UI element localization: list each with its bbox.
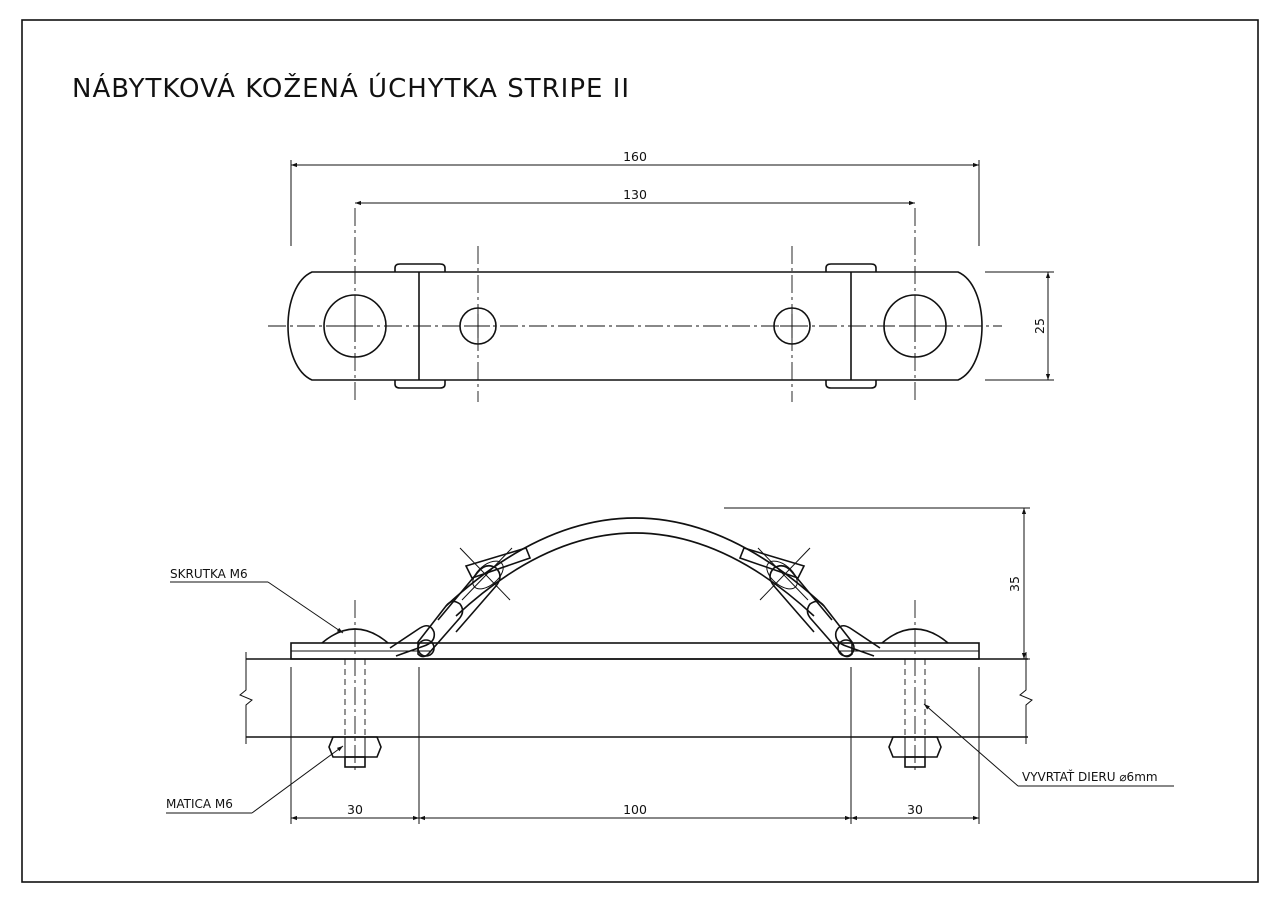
- nut-left: [328, 736, 382, 758]
- drawing-title: NÁBYTKOVÁ KOŽENÁ ÚCHYTKA STRIPE II: [72, 72, 630, 104]
- nut-right: [888, 736, 942, 758]
- dim-holes-label: 130: [623, 187, 647, 202]
- label-nut: MATICA M6: [166, 797, 233, 811]
- leader-nut: MATICA M6: [166, 745, 344, 814]
- leather-arch-outer: [445, 517, 825, 607]
- dim-height-label: 35: [1007, 576, 1022, 592]
- dim-middle-label: 100: [623, 802, 647, 817]
- leather-arch-inner: [455, 532, 815, 617]
- dim-width-label: 25: [1032, 318, 1047, 334]
- dim-left-label: 30: [347, 802, 363, 817]
- side-view: 35 30 100 30 SKRUTKA M6 MATICA M6 VYVRTA…: [166, 507, 1174, 824]
- drawing-frame: [21, 19, 1259, 883]
- link-chain-left: [389, 547, 532, 658]
- strap-outline-top: [287, 271, 983, 381]
- leader-screw: SKRUTKA M6: [170, 567, 344, 634]
- label-screw: SKRUTKA M6: [170, 567, 248, 581]
- leader-drill: VYVRTAŤ DIERU ⌀6mm: [923, 703, 1174, 787]
- top-view: 160 130 25: [268, 149, 1054, 402]
- dim-right-label: 30: [907, 802, 923, 817]
- link-chain-right: [738, 547, 881, 658]
- dim-overall-label: 160: [623, 149, 647, 164]
- label-drill: VYVRTAŤ DIERU ⌀6mm: [1022, 769, 1158, 784]
